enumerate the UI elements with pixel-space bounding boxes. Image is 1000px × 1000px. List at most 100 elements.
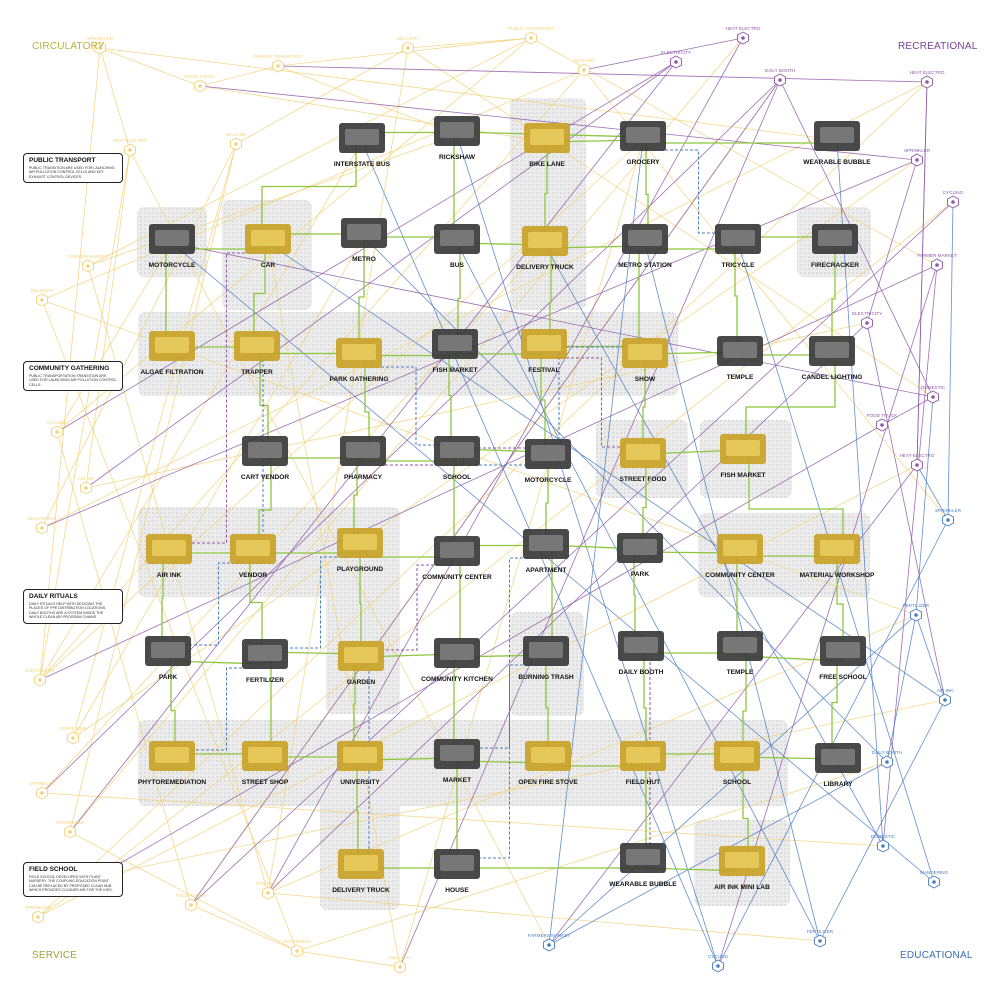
- node-image-detail: [440, 230, 474, 246]
- node-pharmacy: PHARMACY: [340, 436, 386, 481]
- satellite-dot-icon: [86, 264, 90, 268]
- satellite-link: [56, 37, 532, 433]
- green-link: [544, 142, 548, 245]
- satellite-link: [267, 614, 917, 894]
- satellite-sprinkler: SPRINKLER: [935, 508, 962, 527]
- node-label: ALGAE FILTRATION: [140, 369, 203, 376]
- node-street-shop: STREET SHOP: [242, 741, 289, 786]
- satellite-link: [99, 47, 201, 87]
- node-community-center-left: COMMUNITY CENTER: [422, 536, 492, 581]
- satellite-label: SPRINKLER: [25, 905, 52, 910]
- node-image-detail: [346, 442, 380, 458]
- node-image-detail: [626, 849, 660, 865]
- legend-title: FIELD SCHOOL: [29, 866, 78, 873]
- satellite-label: SPRINKLER: [904, 148, 931, 153]
- node-label: FREE SCHOOL: [819, 674, 867, 681]
- satellite-heat-electro: HEAT ELECTRO: [113, 138, 148, 157]
- node-label: TEMPLE: [727, 669, 754, 676]
- satellite-air-ink: AIR INK: [937, 688, 954, 707]
- satellite-link: [916, 81, 928, 466]
- satellite-dot-icon: [885, 760, 889, 764]
- legend-box-field-school: FIELD SCHOOL FIELD SCHOOL DEVELOPED WITH…: [23, 862, 123, 897]
- green-link: [448, 348, 452, 455]
- satellite-link: [41, 69, 585, 301]
- node-label: SCHOOL: [723, 779, 751, 786]
- satellite-link: [277, 65, 928, 83]
- green-link: [359, 547, 362, 660]
- node-label: BIKE LANE: [529, 161, 565, 168]
- satellite-air-ink: AIR INK: [78, 476, 95, 495]
- node-image-detail: [815, 342, 849, 358]
- green-link: [545, 458, 549, 548]
- satellite-dot-icon: [198, 84, 202, 88]
- node-label: STREET SHOP: [242, 779, 289, 786]
- satellite-label: PUBLIC TRANSPORT: [508, 26, 554, 31]
- node-label: DELIVERY TRUCK: [516, 264, 574, 271]
- node-label: PLAYGROUND: [337, 566, 384, 573]
- satellite-label: CYCLING: [708, 954, 729, 959]
- node-image-detail: [626, 747, 660, 763]
- node-label: FISH MARKET: [720, 472, 765, 479]
- satellite-heat-electro: HEAT ELECTRO: [726, 26, 761, 45]
- node-label: PARK: [159, 674, 177, 681]
- satellite-dot-icon: [915, 158, 919, 162]
- satellite-heat-electro: HEAT ELECTRO: [900, 453, 935, 472]
- node-temple-top: TEMPLE: [717, 336, 763, 381]
- satellite-label: FOOD TRUCK: [185, 74, 216, 79]
- satellite-delivery: DELIVERY: [31, 288, 53, 307]
- satellite-link: [99, 47, 838, 141]
- satellite-domestic: DOMESTIC: [871, 834, 896, 853]
- node-label: TRAPPER: [241, 369, 273, 376]
- green-link: [745, 355, 836, 453]
- node-label: FESTIVAL: [528, 367, 559, 374]
- satellite-label: HEAT ELECTRO: [113, 138, 148, 143]
- zone-backgrounds: [137, 98, 871, 910]
- legend-box-public-transport: PUBLIC TRANSPORT PUBLIC TRANSITION ARE U…: [23, 153, 123, 184]
- satellite-dot-icon: [40, 791, 44, 795]
- quadrant-label-service: SERVICE: [32, 950, 78, 961]
- satellite-label: GARDENING: [56, 820, 84, 825]
- node-temple-mid: TEMPLE: [717, 631, 763, 676]
- node-university: UNIVERSITY: [337, 741, 383, 786]
- satellite-label: DAILY BOOTH: [872, 750, 902, 755]
- satellite-link: [916, 464, 949, 521]
- satellite-links: [37, 37, 954, 968]
- node-label: PHARMACY: [344, 474, 383, 481]
- satellite-link: [85, 149, 131, 489]
- node-playground: PLAYGROUND: [337, 528, 384, 573]
- node-image-detail: [440, 644, 474, 660]
- satellite-link: [947, 201, 954, 521]
- satellite-link: [41, 159, 918, 529]
- node-house: HOUSE: [434, 849, 480, 894]
- node-label: FERTILIZER: [246, 677, 284, 684]
- satellite-label: FOOD TRUCK: [176, 893, 207, 898]
- node-algae-filtration: ALGAE FILTRATION: [140, 331, 204, 376]
- satellite-electricity: ELECTRICITY: [852, 311, 882, 330]
- satellite-dot-icon: [40, 526, 44, 530]
- satellite-domestic: DOMESTIC: [921, 385, 946, 404]
- satellite-cycling: CYCLING: [47, 420, 68, 439]
- green-link: [540, 348, 546, 458]
- satellite-label: FERTILIZER: [60, 726, 87, 731]
- satellite-dot-icon: [925, 80, 929, 84]
- node-cart-vendor: CART VENDOR: [241, 436, 289, 481]
- node-festival: FESTIVAL: [521, 329, 567, 374]
- node-phytoremediation: PHYTOREMEDIATION: [138, 741, 206, 786]
- satellite-dot-icon: [266, 891, 270, 895]
- satellite-link: [41, 792, 884, 847]
- node-air-ink-mini-lab: AIR INK MINI LAB: [714, 846, 770, 891]
- node-image-detail: [720, 747, 754, 763]
- green-link: [642, 457, 647, 552]
- satellite-delivery: DELIVERY: [397, 36, 419, 55]
- satellite-dot-icon: [55, 430, 59, 434]
- node-image-detail: [342, 344, 376, 360]
- node-image-detail: [440, 542, 474, 558]
- satellite-label: FARMER MARKET: [68, 254, 108, 259]
- node-image-detail: [248, 747, 282, 763]
- satellite-dot-icon: [529, 36, 533, 40]
- satellite-link: [41, 143, 237, 529]
- node-park-left: PARK: [145, 636, 191, 681]
- node-label: UNIVERSITY: [340, 779, 380, 786]
- satellite-dot-icon: [68, 830, 72, 834]
- satellite-sprinkler: SPRINKLER: [25, 905, 52, 924]
